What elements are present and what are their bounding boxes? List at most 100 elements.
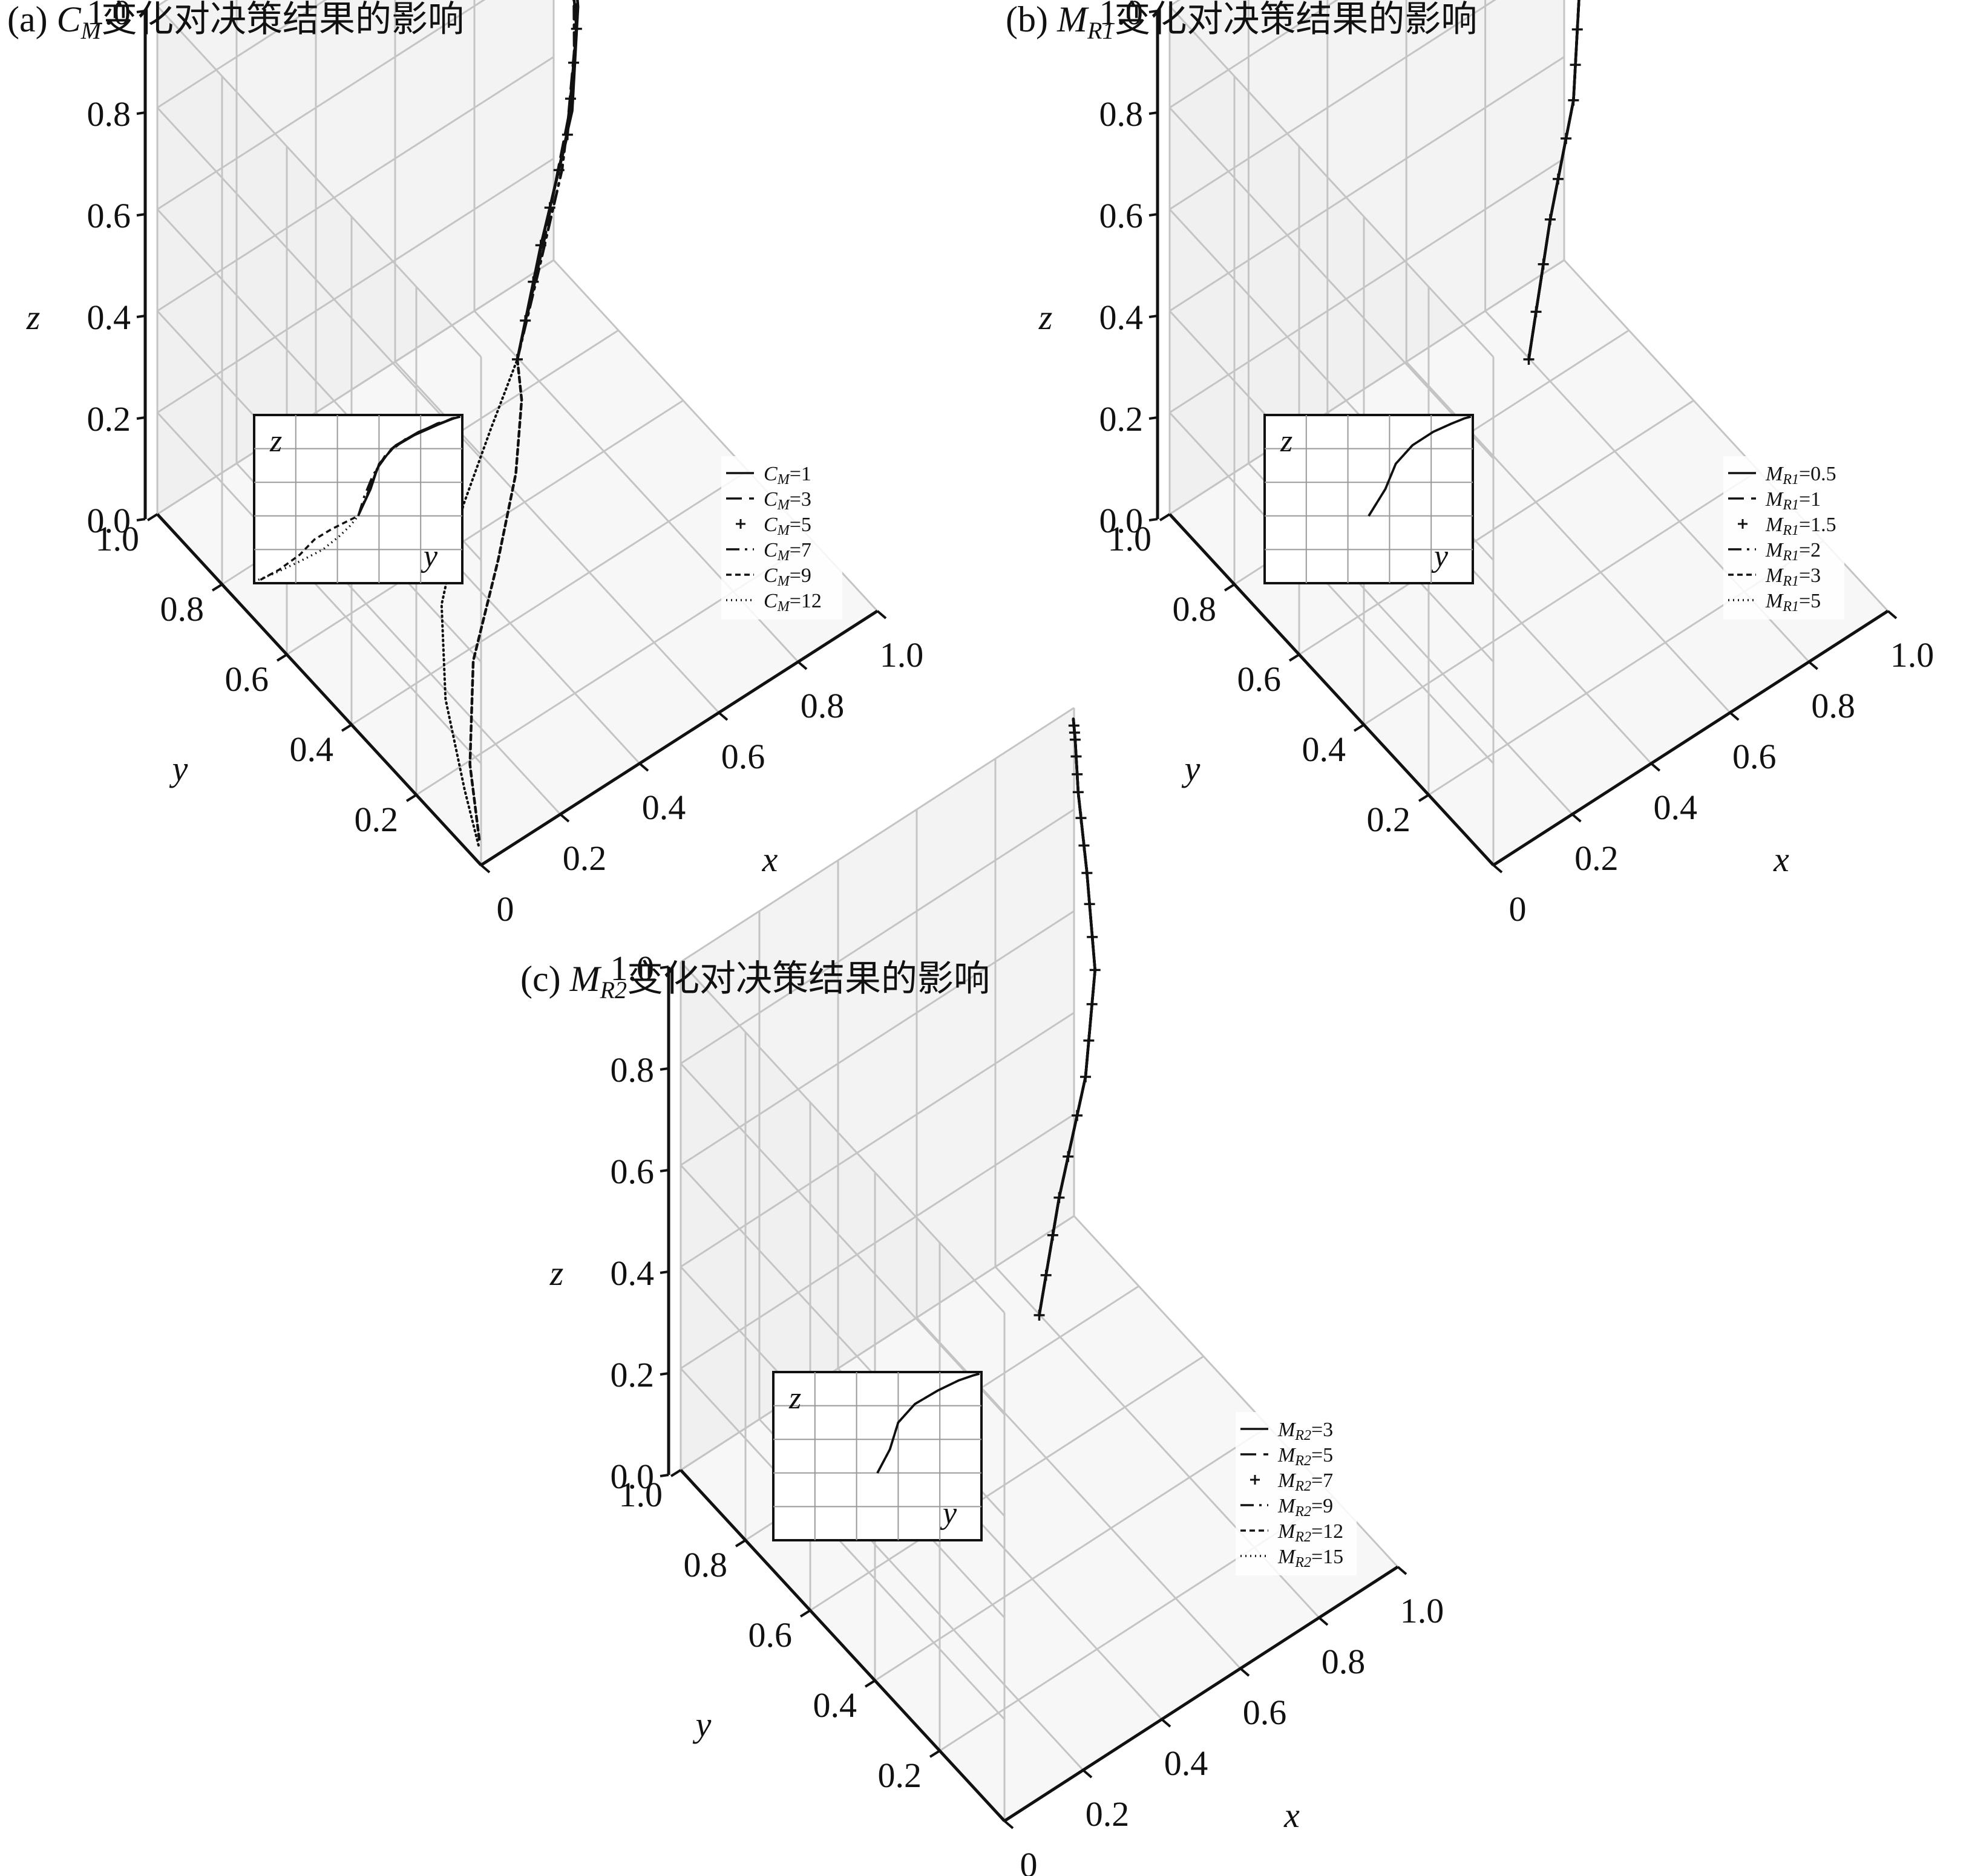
y-axis-label: y <box>1182 749 1201 788</box>
y-axis-label: y <box>693 1705 712 1744</box>
legend-label: MR1=1 <box>1765 488 1821 513</box>
grid-line <box>680 961 1006 1314</box>
grid-line <box>1169 0 1496 211</box>
z-tick-mark <box>660 1474 669 1477</box>
y-axis-line <box>1168 513 1495 866</box>
x-tick-mark <box>480 864 491 874</box>
y-tick-mark <box>276 653 288 662</box>
z-tick-mark <box>1148 111 1158 115</box>
y-tick-label: 0.8 <box>1173 589 1217 629</box>
z-tick-mark <box>660 1067 669 1071</box>
grid-line <box>874 1425 1269 1682</box>
x-tick-label: 0.4 <box>642 788 686 827</box>
x-tick-label: 0.4 <box>1164 1744 1208 1783</box>
x-axis-label: x <box>1283 1796 1300 1835</box>
inset-y-label: y <box>1431 539 1449 574</box>
z-tick-mark <box>660 966 669 969</box>
grid-line <box>157 0 486 211</box>
legend-marker <box>736 519 745 529</box>
z-tick-label: 0.4 <box>87 298 131 337</box>
z-tick-mark <box>660 1372 669 1376</box>
legend-label: MR2=9 <box>1277 1495 1333 1520</box>
z-tick-label: 1.0 <box>1099 0 1144 32</box>
x-tick-label: 0.8 <box>1322 1642 1366 1681</box>
grid-line <box>680 1367 1006 1721</box>
x-tick-mark <box>559 813 570 823</box>
z-tick-label: 0.8 <box>87 94 131 134</box>
x-tick-label: 0.2 <box>1086 1794 1130 1834</box>
y-tick-label: 0.6 <box>1237 659 1282 699</box>
grid-line <box>1169 0 1339 109</box>
x-tick-label: 0 <box>1509 889 1527 929</box>
legend-label: MR2=15 <box>1277 1546 1343 1570</box>
legend-label: MR1=1.5 <box>1765 514 1836 538</box>
x-tick-mark <box>1887 610 1898 619</box>
grid-line <box>157 0 327 109</box>
legend-box <box>721 456 842 619</box>
grid-line <box>157 259 554 515</box>
legend-label: MR1=5 <box>1765 590 1821 615</box>
x-tick-mark <box>1492 864 1503 874</box>
legend-label: CM=5 <box>764 514 811 538</box>
panel-caption: (c) MR2变化对决策结果的影响 <box>520 959 990 1004</box>
y-tick-label: 0.8 <box>160 589 205 629</box>
y-tick-mark <box>864 1679 876 1688</box>
grid-line <box>1168 106 1495 460</box>
y-tick-label: 0.2 <box>1367 800 1411 839</box>
grid-line <box>1299 399 1694 656</box>
x-axis-label: x <box>762 840 778 879</box>
y-tick-mark <box>735 1539 747 1548</box>
panel-caption: (b) MR1变化对决策结果的影响 <box>1006 0 1477 44</box>
grid-line <box>810 1355 1204 1612</box>
x-tick-label: 0.8 <box>1811 686 1855 725</box>
x-tick-mark <box>876 610 887 619</box>
x-tick-mark <box>718 711 729 721</box>
x-tick-mark <box>1161 1718 1171 1728</box>
z-tick-label: 0.2 <box>1099 399 1144 439</box>
grid-line <box>680 1215 1075 1471</box>
x-axis-line <box>1492 609 1889 867</box>
x-tick-label: 0.2 <box>563 838 607 878</box>
z-tick-mark <box>136 10 146 13</box>
grid-line <box>680 808 1075 1065</box>
floor-pane <box>1170 260 1888 865</box>
x-tick-mark <box>638 762 649 772</box>
floor-pane <box>681 1216 1398 1821</box>
grid-line <box>1363 469 1759 726</box>
y-tick-mark <box>929 1750 941 1758</box>
y-axis-line <box>680 1469 1006 1822</box>
legend-label: MR1=3 <box>1765 564 1821 589</box>
z-tick-label: 0.2 <box>87 399 131 439</box>
y-axis-label: y <box>169 749 188 788</box>
inset-z-label: z <box>1280 424 1292 459</box>
y-tick-mark <box>799 1609 811 1618</box>
legend-label: CM=3 <box>764 488 811 513</box>
inset-frame <box>1263 414 1474 584</box>
inset-y-label: y <box>940 1496 957 1531</box>
grid-line <box>351 469 749 726</box>
grid-line <box>680 1062 1006 1416</box>
z-tick-mark <box>1148 315 1158 318</box>
grid-line <box>1169 259 1565 515</box>
y-tick-label: 0.2 <box>355 800 399 839</box>
series-line <box>1527 0 1581 361</box>
z-axis-label: z <box>1038 298 1053 337</box>
y-tick-mark <box>670 1469 682 1477</box>
x-tick-label: 1.0 <box>880 635 924 675</box>
inset-y-label: y <box>421 539 438 574</box>
z-tick-mark <box>136 518 146 521</box>
legend-label: MR1=0.5 <box>1765 463 1836 488</box>
z-tick-mark <box>136 416 146 420</box>
z-tick-label: 1.0 <box>87 0 131 32</box>
floor-pane <box>157 260 877 865</box>
z-tick-label: 0.4 <box>1099 298 1144 337</box>
x-tick-label: 1.0 <box>1400 1591 1444 1630</box>
z-tick-mark <box>1148 518 1158 521</box>
z-tick-mark <box>136 315 146 318</box>
y-tick-mark <box>1159 513 1171 521</box>
inset-frame <box>253 414 464 584</box>
z-tick-mark <box>1148 213 1158 217</box>
inset-series-line <box>260 515 359 581</box>
grid-line <box>156 106 482 460</box>
panel-caption: (a) CM变化对决策结果的影响 <box>7 0 464 44</box>
